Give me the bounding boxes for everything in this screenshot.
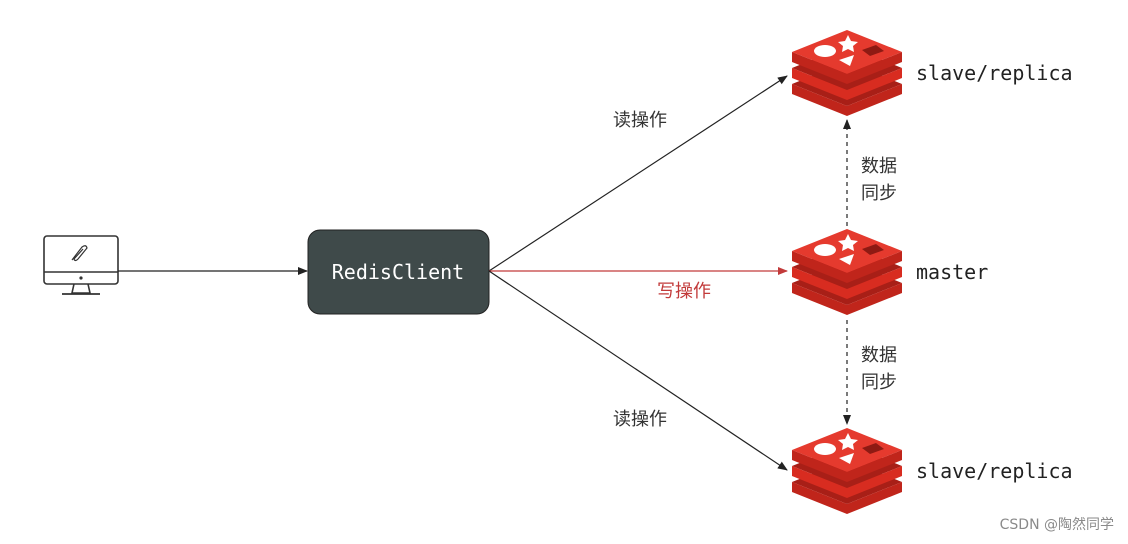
sync-label-top-line1: 数据 <box>861 156 897 177</box>
sync-label-top-line2: 同步 <box>861 183 897 204</box>
redis-logo-icon <box>792 229 902 315</box>
slave-replica-label-bottom: slave/replica <box>916 459 1073 483</box>
read-operation-label-top: 读操作 <box>613 110 667 131</box>
slave-replica-label-top: slave/replica <box>916 61 1073 85</box>
redisclient-box: RedisClient <box>307 229 490 315</box>
sync-label-bottom-line2: 同步 <box>861 372 897 393</box>
computer-monitor-icon <box>43 235 119 295</box>
watermark: CSDN @陶然同学 <box>999 517 1114 533</box>
master-label: master <box>916 260 988 284</box>
redisclient-label: RedisClient <box>332 260 464 284</box>
read-operation-label-bottom: 读操作 <box>613 409 667 430</box>
write-operation-label: 写操作 <box>657 281 711 302</box>
redis-logo-icon <box>792 30 902 116</box>
sync-label-bottom-line1: 数据 <box>861 345 897 366</box>
read-arrow-bottom <box>488 270 788 471</box>
redis-logo-icon <box>792 428 902 514</box>
read-arrow-top <box>488 75 788 272</box>
